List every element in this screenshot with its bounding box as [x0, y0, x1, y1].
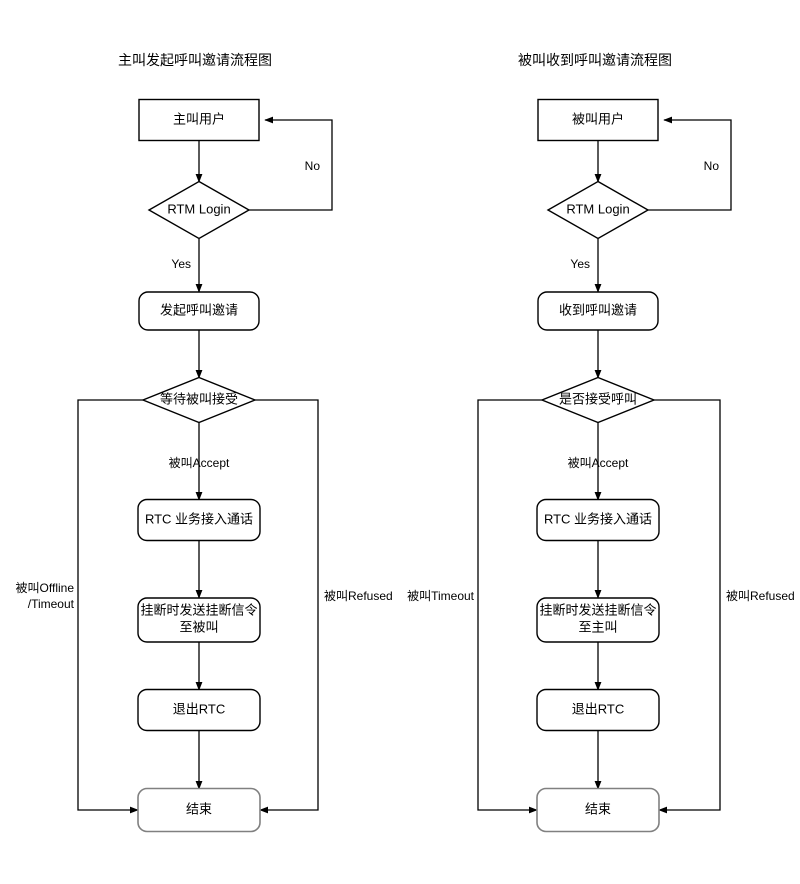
edge-e-wait-right-rail [255, 399, 319, 814]
edge-e-login-no-loop [249, 116, 333, 211]
node-shape-diamond [141, 376, 257, 424]
node-label: 被叫用户 [572, 111, 624, 126]
node-shape-rounded [536, 688, 660, 732]
node-end[interactable]: 结束 [137, 787, 261, 833]
node-shape-terminator [536, 787, 660, 833]
node-send-invite[interactable]: 发起呼叫邀请 [138, 291, 260, 331]
edge-e2-login-no-loop [648, 116, 732, 211]
node-label: 收到呼叫邀请 [559, 302, 637, 317]
node-shape-rounded [536, 597, 660, 643]
node-label: 退出RTC [173, 701, 225, 716]
node-label: 等待被叫接受 [160, 391, 238, 406]
edge-label-lbl2-no: No [704, 159, 720, 173]
node-label: RTC 业务接入通话 [145, 511, 253, 526]
node-shape-rounded [537, 291, 659, 331]
node-label: 挂断时发送挂断信令至被叫 [140, 603, 257, 635]
node-label: 结束 [186, 801, 212, 816]
node-caller-user[interactable]: 主叫用户 [138, 98, 260, 142]
node-shape-rounded [137, 597, 261, 643]
edge-label-lbl2-timeout: 被叫Timeout [407, 589, 475, 603]
node-rtm-login[interactable]: RTM Login [147, 180, 251, 240]
node-shape-diamond [147, 180, 251, 240]
edge-label-lbl-refused: 被叫Refused [324, 589, 393, 603]
node-shape-diamond [540, 376, 656, 424]
edge-label-lbl-no: No [305, 159, 321, 173]
edge-label-lbl2-accept: 被叫Accept [568, 456, 629, 470]
node-shape-rounded [138, 291, 260, 331]
node-exit-rtc[interactable]: 退出RTC [137, 688, 261, 732]
node-label: RTC 业务接入通话 [544, 511, 652, 526]
edge-label-lbl-offline: 被叫Offline [16, 581, 75, 595]
node-label: 发起呼叫邀请 [160, 302, 238, 317]
edge-e-wait-left-rail [77, 399, 143, 814]
node-accept-call[interactable]: 是否接受呼叫 [540, 376, 656, 424]
node-label: 退出RTC [572, 701, 624, 716]
node-label: 挂断时发送挂断信令至主叫 [539, 603, 656, 635]
edge-label-lbl-timeout: /Timeout [28, 597, 75, 611]
edge-label-lbl2-yes: Yes [570, 257, 590, 271]
node-shape-diamond [546, 180, 650, 240]
node-shape-rounded [137, 498, 261, 542]
node-label: 结束 [585, 801, 611, 816]
node-label: 是否接受呼叫 [559, 391, 637, 406]
node-label: RTM Login [566, 201, 629, 216]
column-title: 主叫发起呼叫邀请流程图 [118, 52, 272, 68]
node-send-hangup-2[interactable]: 挂断时发送挂断信令至主叫 [536, 597, 660, 643]
edge-e2-wait-left-rail [477, 399, 542, 814]
node-exit-rtc-2[interactable]: 退出RTC [536, 688, 660, 732]
node-callee-user[interactable]: 被叫用户 [537, 98, 659, 142]
edge-label-lbl2-refused: 被叫Refused [726, 589, 795, 603]
node-rtc-join[interactable]: RTC 业务接入通话 [137, 498, 261, 542]
edge-label-lbl-yes: Yes [171, 257, 191, 271]
node-end-2[interactable]: 结束 [536, 787, 660, 833]
column-title: 被叫收到呼叫邀请流程图 [518, 52, 672, 68]
node-label: 主叫用户 [173, 111, 225, 126]
node-wait-accept[interactable]: 等待被叫接受 [141, 376, 257, 424]
edge-label-lbl-accept: 被叫Accept [169, 456, 230, 470]
node-shape-rounded [137, 688, 261, 732]
node-send-hangup[interactable]: 挂断时发送挂断信令至被叫 [137, 597, 261, 643]
node-shape-rect [537, 98, 659, 142]
node-shape-rect [138, 98, 260, 142]
node-shape-terminator [137, 787, 261, 833]
node-shape-rounded [536, 498, 660, 542]
node-label: RTM Login [167, 201, 230, 216]
node-rtc-join-2[interactable]: RTC 业务接入通话 [536, 498, 660, 542]
edge-e2-wait-right-rail [654, 399, 721, 814]
node-rtm-login-2[interactable]: RTM Login [546, 180, 650, 240]
node-recv-invite[interactable]: 收到呼叫邀请 [537, 291, 659, 331]
